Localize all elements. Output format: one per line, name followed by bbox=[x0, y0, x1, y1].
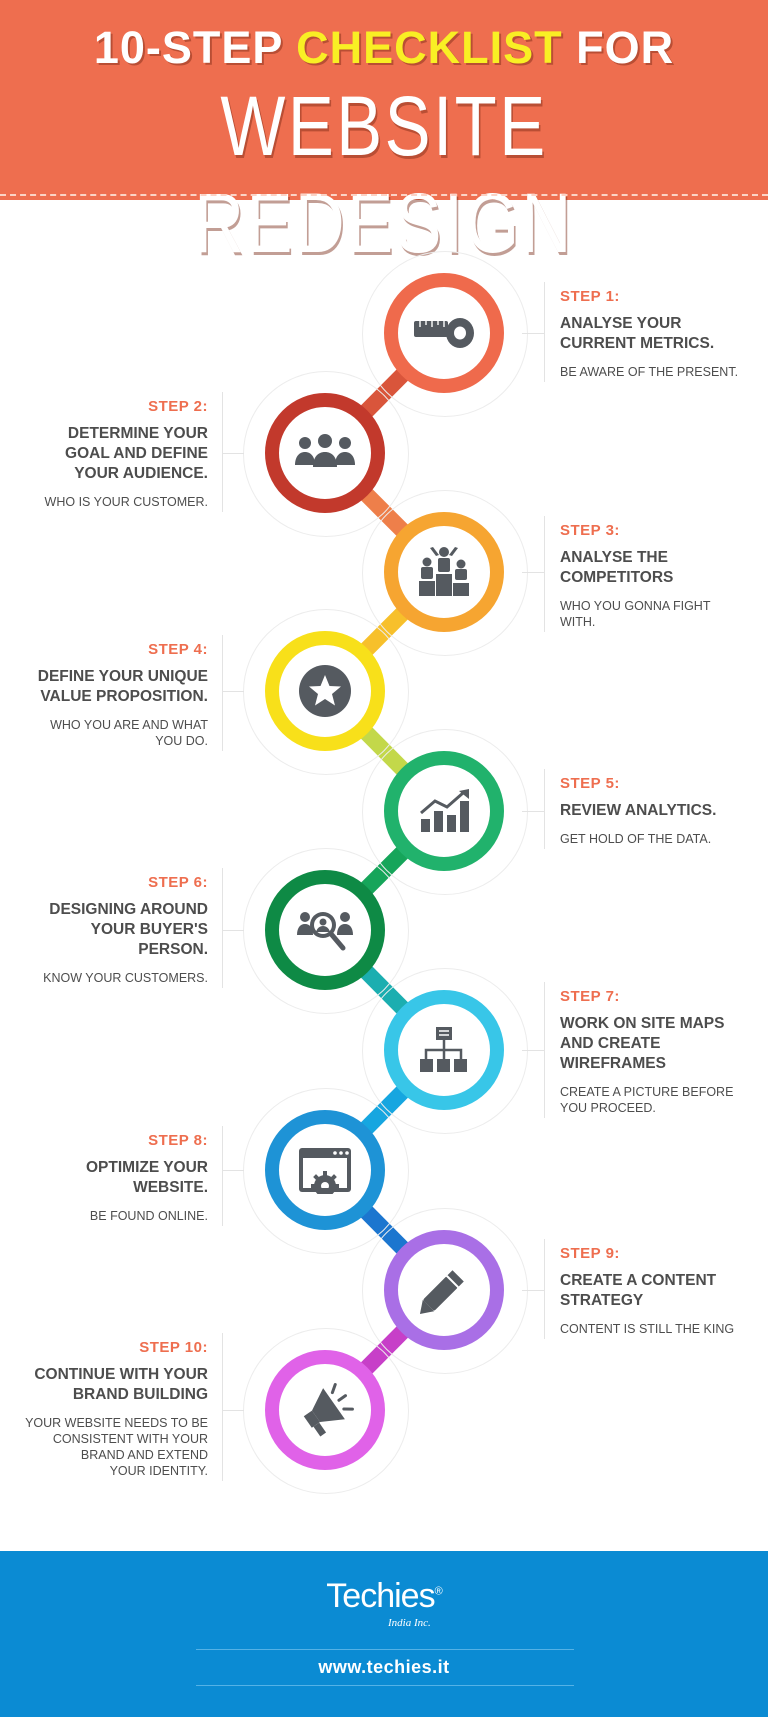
logo-text: Techies bbox=[326, 1577, 435, 1615]
step-6-label: STEP 6: bbox=[148, 874, 208, 891]
step-divider bbox=[544, 1239, 545, 1339]
step-tick bbox=[222, 1410, 244, 1411]
megaphone-icon bbox=[296, 1381, 354, 1439]
step-tick bbox=[522, 1290, 544, 1291]
step-6-circle bbox=[265, 870, 385, 990]
step-divider bbox=[222, 1333, 223, 1481]
step-10-description: YOUR WEBSITE NEEDS TO BE CONSISTENT WITH… bbox=[25, 1416, 208, 1478]
step-3-title: ANALYSE THE COMPETITORS bbox=[560, 549, 674, 586]
step-halo bbox=[362, 968, 528, 1134]
step-halo bbox=[243, 848, 409, 1014]
step-4-description: WHO YOU ARE AND WHAT YOU DO. bbox=[50, 718, 208, 748]
step-9-title: CREATE A CONTENT STRATEGY bbox=[560, 1272, 717, 1309]
step-4-circle bbox=[265, 631, 385, 751]
footer: Techies® India Inc. www.techies.it bbox=[0, 1551, 768, 1717]
step-10-title: CONTINUE WITH YOUR BRAND BUILDING bbox=[34, 1366, 208, 1403]
step-halo bbox=[362, 1208, 528, 1374]
step-1-circle bbox=[384, 273, 504, 393]
title-part-1: 10-STEP bbox=[93, 22, 297, 73]
title-line-1: 10-STEP CHECKLIST FOR bbox=[0, 22, 768, 74]
step-tick bbox=[222, 453, 244, 454]
step-halo bbox=[243, 1088, 409, 1254]
step-halo bbox=[362, 251, 528, 417]
step-divider bbox=[544, 282, 545, 382]
step-10-circle bbox=[265, 1350, 385, 1470]
audience-group-icon bbox=[293, 431, 357, 475]
step-9-circle bbox=[384, 1230, 504, 1350]
pencil-icon bbox=[417, 1263, 471, 1317]
brand-logo: Techies® bbox=[0, 1577, 768, 1616]
header-banner: 10-STEP CHECKLIST FOR WEBSITE REDESIGN bbox=[0, 0, 768, 270]
step-tick bbox=[522, 1050, 544, 1051]
step-tick bbox=[222, 930, 244, 931]
step-9-label: STEP 9: bbox=[560, 1245, 620, 1262]
step-1-label: STEP 1: bbox=[560, 288, 620, 305]
step-halo bbox=[362, 490, 528, 656]
browser-gear-icon bbox=[297, 1146, 353, 1194]
title-line-2: WEBSITE REDESIGN bbox=[194, 79, 574, 270]
step-tick bbox=[222, 1170, 244, 1171]
step-5-circle bbox=[384, 751, 504, 871]
step-divider bbox=[544, 982, 545, 1118]
footer-divider-top bbox=[196, 1649, 574, 1650]
logo-subtitle: India Inc. bbox=[388, 1617, 431, 1629]
step-tick bbox=[522, 333, 544, 334]
step-2-circle bbox=[265, 393, 385, 513]
growth-chart-icon bbox=[417, 789, 471, 833]
title-highlight: CHECKLIST bbox=[296, 22, 563, 73]
step-divider bbox=[222, 392, 223, 512]
footer-divider-bottom bbox=[196, 1685, 574, 1686]
step-halo bbox=[243, 1328, 409, 1494]
step-divider bbox=[544, 516, 545, 632]
step-8-label: STEP 8: bbox=[148, 1132, 208, 1149]
website-url[interactable]: www.techies.it bbox=[318, 1657, 450, 1677]
title-part-2: FOR bbox=[562, 22, 675, 73]
podium-icon bbox=[416, 546, 472, 598]
persona-search-icon bbox=[295, 905, 355, 955]
step-8-description: BE FOUND ONLINE. bbox=[89, 1209, 208, 1223]
step-6-title: DESIGNING AROUND YOUR BUYER'S PERSON. bbox=[49, 901, 208, 958]
measuring-tape-icon bbox=[412, 313, 476, 353]
header-dashed-divider bbox=[0, 194, 768, 196]
step-3-circle bbox=[384, 512, 504, 632]
step-7-circle bbox=[384, 990, 504, 1110]
step-divider bbox=[222, 635, 223, 751]
step-2-label: STEP 2: bbox=[148, 398, 208, 415]
step-8-title: OPTIMIZE YOUR WEBSITE. bbox=[85, 1159, 208, 1196]
step-5-title: REVIEW ANALYTICS. bbox=[560, 802, 717, 819]
step-tick bbox=[222, 691, 244, 692]
step-divider bbox=[222, 1126, 223, 1226]
step-7-label: STEP 7: bbox=[560, 988, 620, 1005]
step-3-description: WHO YOU GONNA FIGHT WITH. bbox=[560, 599, 711, 629]
step-6-description: KNOW YOUR CUSTOMERS. bbox=[43, 971, 208, 985]
step-10-label: STEP 10: bbox=[139, 1339, 208, 1356]
step-2-description: WHO IS YOUR CUSTOMER. bbox=[44, 495, 208, 509]
step-tick bbox=[522, 572, 544, 573]
step-4-title: DEFINE YOUR UNIQUE VALUE PROPOSITION. bbox=[37, 668, 208, 705]
step-7-description: CREATE A PICTURE BEFORE YOU PROCEED. bbox=[560, 1085, 734, 1115]
step-7-title: WORK ON SITE MAPS AND CREATE WIREFRAMES bbox=[560, 1015, 725, 1072]
step-3-label: STEP 3: bbox=[560, 522, 620, 539]
step-5-description: GET HOLD OF THE DATA. bbox=[560, 832, 712, 846]
step-9-description: CONTENT IS STILL THE KING bbox=[560, 1322, 735, 1336]
step-2-title: DETERMINE YOUR GOAL AND DEFINE YOUR AUDI… bbox=[65, 425, 208, 482]
step-5-label: STEP 5: bbox=[560, 775, 620, 792]
step-divider bbox=[544, 769, 545, 849]
step-halo bbox=[243, 371, 409, 537]
step-halo bbox=[362, 729, 528, 895]
sitemap-icon bbox=[417, 1025, 471, 1075]
star-badge-icon bbox=[298, 664, 352, 718]
registered-mark: ® bbox=[434, 1585, 443, 1598]
step-halo bbox=[243, 609, 409, 775]
step-tick bbox=[522, 811, 544, 812]
step-4-label: STEP 4: bbox=[148, 641, 208, 658]
step-divider bbox=[222, 868, 223, 988]
step-8-circle bbox=[265, 1110, 385, 1230]
step-1-description: BE AWARE OF THE PRESENT. bbox=[560, 365, 739, 379]
step-1-title: ANALYSE YOUR CURRENT METRICS. bbox=[560, 315, 715, 352]
